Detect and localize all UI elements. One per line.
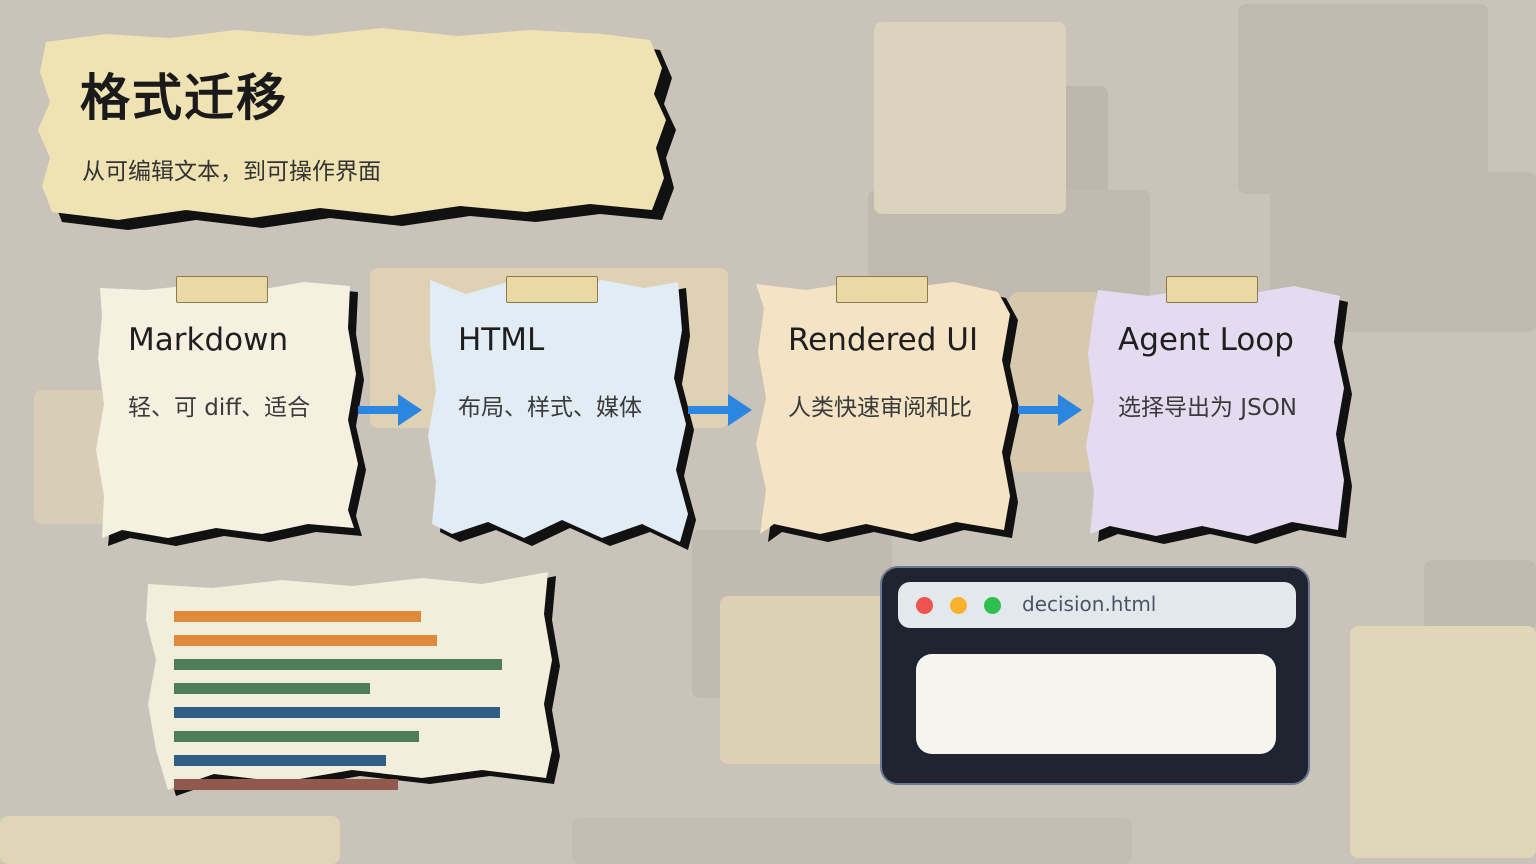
tape (176, 276, 268, 303)
card-desc-agent-loop: 选择导出为 JSON (1118, 395, 1298, 421)
page-subtitle: 从可编辑文本，到可操作界面 (82, 159, 381, 185)
tape (1166, 276, 1258, 303)
page-title: 格式迁移 (80, 69, 288, 127)
card-agent-loop (1080, 280, 1370, 560)
browser-content (916, 654, 1276, 754)
tape (836, 276, 928, 303)
card-markdown-shape (96, 282, 366, 546)
maximize-dot-icon (984, 597, 1001, 614)
code-line (174, 779, 398, 790)
bg-block (1424, 560, 1536, 630)
card-desc-html: 布局、样式、媒体 (458, 395, 642, 421)
code-line (174, 683, 370, 694)
close-dot-icon (916, 597, 933, 614)
card-html-shape (428, 280, 696, 550)
browser-window: decision.html (880, 566, 1310, 785)
code-line (174, 635, 437, 646)
card-markdown (90, 280, 380, 560)
tape (506, 276, 598, 303)
bg-block (572, 818, 1132, 864)
bg-block (1350, 626, 1536, 858)
card-html (420, 280, 710, 560)
header-paper-shape (38, 28, 676, 230)
card-agent-loop-shape (1086, 286, 1352, 544)
card-rendered-ui-shape (756, 282, 1020, 542)
header-paper (0, 0, 700, 250)
bg-block (1238, 4, 1488, 194)
arrow-right-icon (1018, 392, 1084, 432)
card-title-html: HTML (458, 322, 545, 358)
code-line (174, 707, 500, 718)
browser-address-bar: decision.html (898, 582, 1296, 628)
card-title-rendered-ui: Rendered UI (788, 322, 979, 358)
card-desc-rendered-ui: 人类快速审阅和比 (788, 395, 972, 421)
bg-block (1010, 292, 1100, 472)
minimize-dot-icon (950, 597, 967, 614)
card-title-agent-loop: Agent Loop (1118, 322, 1294, 358)
bg-block (874, 22, 1066, 214)
code-line (174, 731, 419, 742)
card-title-markdown: Markdown (128, 322, 289, 358)
card-desc-markdown: 轻、可 diff、适合 (128, 395, 311, 421)
code-line (174, 755, 386, 766)
code-line (174, 659, 502, 670)
code-line (174, 611, 421, 622)
arrow-right-icon (358, 392, 424, 432)
arrow-right-icon (688, 392, 754, 432)
bg-block (0, 816, 340, 864)
browser-url: decision.html (1022, 592, 1157, 616)
card-rendered-ui (744, 280, 1034, 560)
